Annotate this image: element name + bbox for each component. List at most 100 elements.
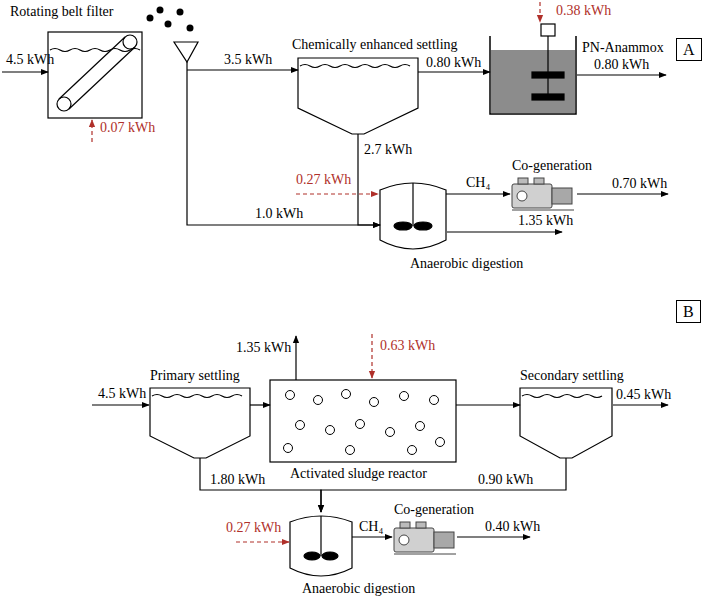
air-bubble: [342, 390, 351, 399]
co-generation-unit: [512, 210, 574, 211]
solids-dots: [157, 7, 164, 14]
energy-arrow: [295, 336, 296, 380]
pn-anammox-reactor: [532, 94, 564, 100]
co-generation-unit: [394, 522, 456, 554]
rotating-belt-filter: [69, 47, 135, 109]
flow-value: 0.80 kWh: [426, 55, 481, 71]
co-generation-unit: [416, 522, 426, 528]
reactor-unit: PN-Anammox: [490, 24, 576, 114]
flow-value: 1.0 kWh: [255, 206, 303, 222]
unit-label: Anaerobic digestion: [302, 581, 415, 597]
flow-value: 1.80 kWh: [210, 472, 265, 488]
energy-input-value: 0.07 kWh: [100, 120, 155, 136]
rotating-belt-filter: [186, 62, 187, 70]
activated-sludge-reactor: [270, 380, 456, 462]
unit-label: Co-generation: [394, 502, 474, 518]
energy-arrow: [613, 404, 668, 405]
settling-tank: [298, 58, 418, 134]
settling-tank: [152, 395, 242, 398]
settling-tank: [150, 388, 250, 458]
air-bubble: [356, 420, 365, 429]
energy-arrow: [2, 71, 48, 72]
rotating-belt-filter: [59, 37, 125, 99]
co-generation-unit: [512, 178, 574, 210]
energy-value: 0.45 kWh: [616, 387, 671, 403]
energy-input-arrow: [92, 2, 540, 542]
rotating-belt-filter: [48, 32, 198, 118]
energy-arrow: [577, 74, 666, 75]
pn-anammox-reactor: [491, 50, 575, 113]
cogeneration-unit: Co-generation: [510, 176, 576, 212]
unit-label: Co-generation: [512, 158, 592, 174]
energy-value: 0.80 kWh: [594, 57, 649, 73]
flow-arrow: [250, 404, 270, 405]
air-bubble: [370, 398, 379, 407]
air-bubble: [326, 426, 335, 435]
co-generation-unit: [512, 184, 552, 208]
settling-tank: [520, 388, 612, 458]
unit-label: Chemically enhanced settling: [292, 37, 458, 53]
solids-dots: [187, 25, 194, 32]
air-bubble: [296, 421, 305, 430]
reactor-unit: Activated sludge reactor: [270, 380, 456, 462]
air-bubble: [430, 396, 439, 405]
pn-anammox-reactor: [490, 24, 576, 114]
settling-tank: [520, 388, 612, 462]
anaerobic-digester: [380, 183, 446, 249]
energy-input-value: 0.27 kWh: [226, 520, 281, 536]
energy-value: 0.70 kWh: [612, 176, 667, 192]
air-bubble: [346, 446, 355, 455]
unit-label: Anaerobic digestion: [410, 256, 523, 272]
energy-arrow: [2, 72, 668, 537]
rotating-belt-filter: [48, 32, 142, 118]
energy-input-value: 0.63 kWh: [380, 338, 435, 354]
flow-arrow: [187, 69, 298, 70]
air-bubble: [284, 390, 445, 455]
air-bubble: [386, 428, 395, 437]
energy-value: 1.35 kWh: [236, 340, 291, 356]
flow-value: 3.5 kWh: [224, 52, 272, 68]
energy-input-arrow: [371, 334, 372, 378]
panel-letter: B: [683, 303, 694, 320]
co-generation-unit: [552, 188, 572, 204]
energy-input-arrow: [91, 120, 92, 142]
co-generation-unit: [400, 522, 410, 528]
unit-label: Secondary settling: [520, 368, 624, 384]
rotating-belt-filter: [174, 42, 198, 62]
energy-value: 0.40 kWh: [485, 519, 540, 535]
energy-input-arrow: [236, 541, 289, 542]
settling-tank: [522, 395, 602, 398]
settling-tank: [357, 134, 358, 138]
flow-arrow: [187, 70, 380, 225]
anaerobic-digester: [394, 222, 412, 230]
co-generation-unit: [518, 178, 528, 184]
air-bubble: [408, 446, 417, 455]
pn-anammox-reactor: [490, 36, 576, 114]
air-bubble: [416, 422, 425, 431]
anaerobic-digester: [290, 516, 352, 576]
flow-value: 2.7 kWh: [364, 142, 412, 158]
solids-dots: [147, 15, 154, 22]
energy-arrow: [457, 536, 530, 537]
solids-dots: [177, 9, 184, 16]
energy-input-value: 0.27 kWh: [296, 172, 351, 188]
activated-sludge-reactor: [270, 380, 456, 462]
air-bubble: [400, 392, 409, 401]
energy-arrow: [92, 404, 149, 405]
anaerobic-digester: [380, 183, 446, 249]
flow-arrow: [418, 71, 490, 72]
rotating-belt-filter: [50, 49, 140, 52]
co-generation-unit: [394, 554, 456, 555]
unit-label: Activated sludge reactor: [290, 466, 427, 482]
settling-tank: [199, 458, 200, 462]
settling-tank: [300, 65, 410, 68]
digester-unit: Anaerobic digestion: [380, 178, 446, 252]
air-bubble: [436, 438, 445, 447]
co-generation-unit: [434, 532, 454, 548]
anaerobic-digester: [322, 552, 338, 560]
flow-value: CH₄: [466, 175, 490, 191]
solids-dots: [147, 7, 194, 32]
co-generation-unit: [394, 528, 434, 552]
